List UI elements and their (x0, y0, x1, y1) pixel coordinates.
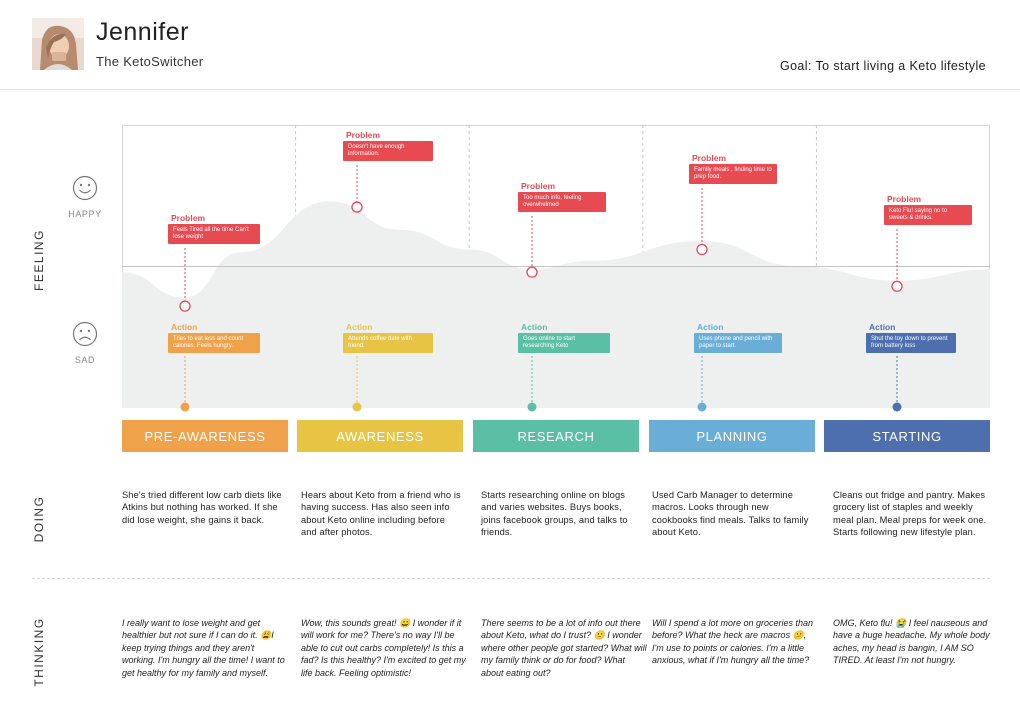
sad-face-icon (72, 321, 98, 347)
happy-label: HAPPY (68, 209, 102, 219)
thinking-starting: OMG, Keto flu! 😭 I feel nauseous and hav… (833, 618, 990, 666)
action-box: Tries to eat less and count calories. Fe… (168, 333, 260, 353)
stage-awareness: AWARENESS (297, 420, 463, 452)
action-title: Action (697, 322, 724, 332)
persona-goal: Goal: To start living a Keto lifestyle (779, 59, 986, 73)
stage-marker (697, 402, 707, 412)
problem-box: Too much info, feeling overwhelmed (518, 192, 606, 212)
problem-title: Problem (521, 181, 556, 191)
feeling-point (179, 300, 191, 312)
persona-subtitle: The KetoSwitcher (96, 54, 204, 69)
action-box: Goes online to start researching Keto (518, 333, 610, 353)
doing-awareness: Hears about Keto from a friend who is ha… (301, 490, 461, 538)
row-label-doing: DOING (32, 495, 46, 543)
feeling-point (351, 201, 363, 213)
action-box: Attends coffee date with friend. (343, 333, 433, 353)
stage-marker (180, 402, 190, 412)
action-title: Action (171, 322, 198, 332)
row-label-thinking: THINKING (32, 617, 46, 687)
persona-avatar (32, 18, 84, 70)
header-divider (0, 89, 1020, 90)
thinking-planning: Will I spend a lot more on groceries tha… (652, 618, 813, 666)
feeling-chart (122, 125, 990, 412)
stage-marker (527, 402, 537, 412)
thinking-research: There seems to be a lot of info out ther… (481, 618, 647, 678)
stage-pre-awareness: PRE-AWARENESS (122, 420, 288, 452)
doing-pre-awareness: She's tried different low carb diets lik… (122, 490, 282, 525)
action-title: Action (521, 322, 548, 332)
problem-box: Feels Tired all the time Can't lose weig… (168, 224, 260, 244)
sad-label: SAD (74, 355, 96, 365)
action-title: Action (346, 322, 373, 332)
problem-title: Problem (692, 153, 727, 163)
problem-title: Problem (346, 130, 381, 140)
row-divider (32, 578, 990, 579)
stage-marker (892, 402, 902, 412)
doing-research: Starts researching online on blogs and v… (481, 490, 628, 538)
stage-research: RESEARCH (473, 420, 639, 452)
problem-box: Keto Flu! saying no to sweets & drinks. (884, 205, 972, 225)
persona-name: Jennifer (96, 18, 189, 46)
thinking-awareness: Wow, this sounds great! 😀 I wonder if it… (301, 618, 466, 678)
stage-starting: STARTING (824, 420, 990, 452)
problem-box: Family meals , finding time to prep food… (689, 164, 777, 184)
stage-marker (352, 402, 362, 412)
thinking-pre-awareness: I really want to lose weight and get hea… (122, 618, 285, 678)
feeling-point (891, 280, 903, 292)
problem-title: Problem (887, 194, 922, 204)
feeling-point (526, 266, 538, 278)
feeling-point (696, 243, 708, 256)
doing-starting: Cleans out fridge and pantry. Makes groc… (833, 490, 987, 538)
problem-box: Doesn't have enough information. (343, 141, 433, 161)
feeling-curve-area (122, 201, 990, 408)
stage-planning: PLANNING (649, 420, 815, 452)
action-box: Shut the toy down to prevent from batter… (866, 333, 956, 353)
happy-face-icon (72, 175, 98, 201)
action-box: Uses phone and pencil with paper to star… (694, 333, 782, 353)
action-title: Action (869, 322, 896, 332)
doing-planning: Used Carb Manager to determine macros. L… (652, 490, 809, 538)
problem-title: Problem (171, 213, 206, 223)
